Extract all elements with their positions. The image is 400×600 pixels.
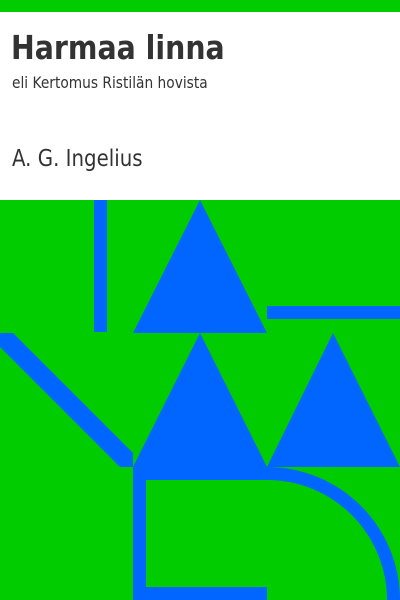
title-area: Harmaa linna eli Kertomus Ristilän hovis… xyxy=(0,12,400,200)
pattern-vertical-bar xyxy=(94,200,107,332)
pattern-diagonal-band xyxy=(0,333,133,467)
pattern-triangle-middle xyxy=(133,333,267,467)
pattern-triangle-right xyxy=(267,333,400,467)
pattern-quarter-arc xyxy=(267,467,400,600)
top-color-band xyxy=(0,0,400,12)
pattern-triangle-top xyxy=(133,200,267,333)
cover-pattern xyxy=(0,200,400,600)
book-subtitle: eli Kertomus Ristilän hovista xyxy=(12,73,208,92)
book-author: A. G. Ingelius xyxy=(12,146,143,172)
book-title: Harmaa linna xyxy=(11,28,225,67)
pattern-horizontal-bar xyxy=(267,306,400,319)
